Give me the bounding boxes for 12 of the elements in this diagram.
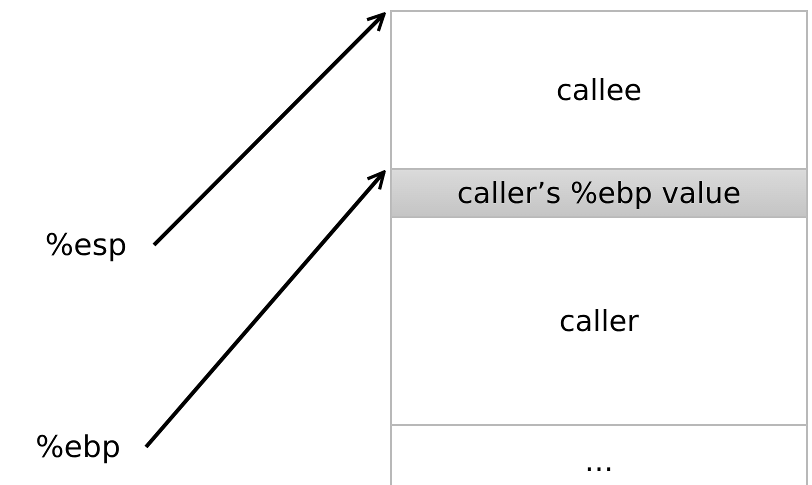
arrow — [152, 12, 386, 246]
frame-label: callee — [556, 73, 642, 107]
stack-frame-box — [390, 424, 808, 485]
stack-frame-box — [390, 10, 808, 170]
frame-label: … — [584, 444, 614, 478]
slot-label: caller’s %ebp value — [457, 176, 741, 210]
register-label: %esp — [45, 228, 127, 262]
stack-frame-box — [390, 216, 808, 426]
arrow — [144, 170, 386, 448]
frame-label: caller — [559, 304, 639, 338]
saved-value-slot — [390, 168, 808, 218]
register-label: %ebp — [35, 430, 121, 464]
